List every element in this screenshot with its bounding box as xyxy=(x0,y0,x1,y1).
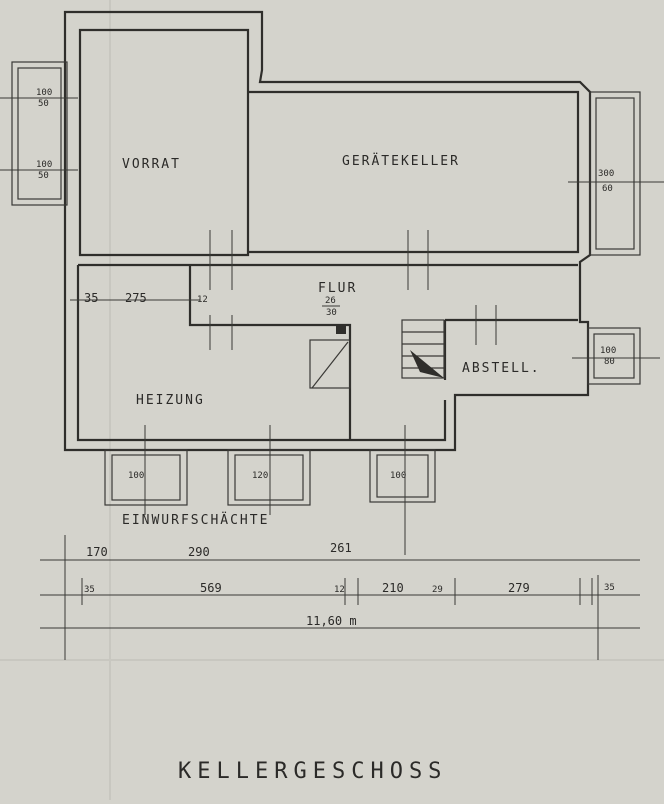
room-flur: FLUR xyxy=(318,281,357,296)
right-window-mid-b: 80 xyxy=(604,357,615,367)
left-window-mid-a: 100 xyxy=(36,160,52,170)
left-window-top-b: 50 xyxy=(38,99,49,109)
shaft-3-label: 100 xyxy=(390,471,406,481)
dim-total: 11,60 m xyxy=(306,614,357,628)
chimney xyxy=(309,326,351,389)
outer-walls xyxy=(63,10,592,452)
dim-row2-3: 210 xyxy=(382,581,404,595)
door-marks xyxy=(209,230,497,350)
right-window-mid-a: 100 xyxy=(600,346,616,356)
right-window-top-a: 300 xyxy=(598,169,614,179)
dim-row2-0: 35 xyxy=(84,585,95,595)
right-window-frame xyxy=(568,91,664,385)
dim-35-left: 35 xyxy=(84,291,98,305)
plan-title: KELLERGESCHOSS xyxy=(178,759,447,784)
dim-row2-5: 279 xyxy=(508,581,530,595)
left-window-top-a: 100 xyxy=(36,88,52,98)
room-abstell: ABSTELL. xyxy=(462,361,541,376)
dim-30: 30 xyxy=(326,308,337,318)
dim-12-inner: 12 xyxy=(197,295,208,305)
label-einwurfschaechte: EINWURFSCHÄCHTE xyxy=(122,512,269,528)
dim-26: 26 xyxy=(325,296,336,306)
dim-row2-2: 12 xyxy=(334,585,345,595)
room-heizung: HEIZUNG xyxy=(136,393,205,408)
room-vorrat: VORRAT xyxy=(122,157,181,172)
dim-row1-1: 290 xyxy=(188,545,210,559)
dim-row2-1: 569 xyxy=(200,581,222,595)
staircase xyxy=(401,319,445,379)
dim-row2-4: 29 xyxy=(432,585,443,595)
dim-row2-6: 35 xyxy=(604,583,615,593)
left-window-frame xyxy=(0,61,78,206)
coal-chutes xyxy=(104,425,436,555)
dimension-lines xyxy=(40,535,640,660)
left-window-mid-b: 50 xyxy=(38,171,49,181)
right-window-top-b: 60 xyxy=(602,184,613,194)
shaft-2-label: 120 xyxy=(252,471,268,481)
dim-row1-2: 261 xyxy=(330,541,352,555)
room-geraetekeller: GERÄTEKELLER xyxy=(342,153,460,169)
shaft-1-label: 100 xyxy=(128,471,144,481)
dim-row1-0: 170 xyxy=(86,545,108,559)
dim-275: 275 xyxy=(125,291,147,305)
